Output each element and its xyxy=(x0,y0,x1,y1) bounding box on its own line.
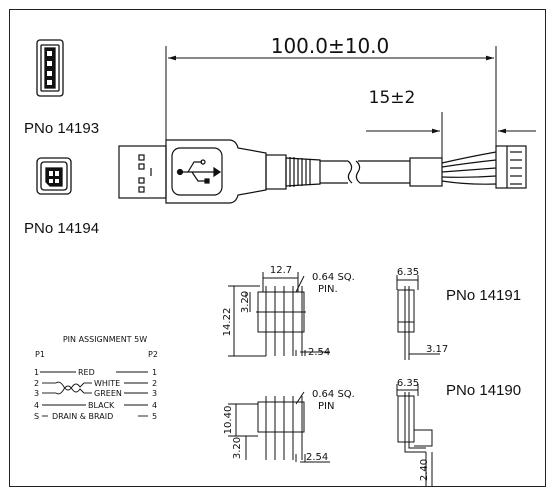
h14191-width-label: 12.7 xyxy=(270,265,292,276)
h14190-side-offset-label: 2.40 xyxy=(419,459,430,481)
part-number-14190: PNo 14190 xyxy=(446,382,522,399)
pin-row-4-right: 4 xyxy=(152,401,157,410)
h14190-pin-word-label: PIN xyxy=(318,401,334,412)
pin-row-3-right: 3 xyxy=(152,389,157,398)
pin-row-4-wire: BLACK xyxy=(88,401,115,410)
overall-length-label: 100.0±10.0 xyxy=(271,34,390,58)
h14190-pitch-label: 2.54 xyxy=(306,452,328,463)
pin-row-2-wire: WHITE xyxy=(94,379,120,388)
h14190-side-width-label: 6.35 xyxy=(397,378,419,389)
pin-row-5-right: 5 xyxy=(152,412,157,421)
part-number-14191: PNo 14191 xyxy=(446,287,522,304)
pin-row-2-right: 2 xyxy=(152,379,157,388)
h14191-height-total-label: 14.22 xyxy=(222,308,233,337)
strip-length-label: 15±2 xyxy=(369,88,416,108)
pin-assignment-schematic: PIN ASSIGNMENT 5W P1 P2 1 RED 1 2 WHITE … xyxy=(34,335,158,421)
header-14191-front-view xyxy=(228,272,330,357)
pin-assignment-p2: P2 xyxy=(148,350,158,359)
usb-b-receptacle-icon xyxy=(36,157,72,195)
pin-row-2-left: 2 xyxy=(34,379,39,388)
pin-row-3-left: 3 xyxy=(34,389,39,398)
header-14190-side-view xyxy=(396,384,433,486)
pin-row-5-wire: DRAIN & BRAID xyxy=(52,412,113,421)
h14190-pin-spec-label: 0.64 SQ. xyxy=(312,389,355,400)
usb-a-receptacle-icon xyxy=(36,39,64,97)
pin-assignment-title: PIN ASSIGNMENT 5W xyxy=(63,335,147,344)
pin-row-4-left: 4 xyxy=(34,401,39,410)
overall-length-dimension xyxy=(165,46,497,146)
h14191-pin-word-label: PIN. xyxy=(318,284,338,295)
pin-row-1-left: 1 xyxy=(34,368,39,377)
h14191-side-width-label: 6.35 xyxy=(397,267,419,278)
pin-row-5-left: S xyxy=(34,412,39,421)
pin-row-3-wire: GREEN xyxy=(94,389,122,398)
h14190-height-lower-label: 3.20 xyxy=(232,437,243,459)
header-14190-front-view xyxy=(228,391,330,463)
usb-symbol-icon xyxy=(176,159,222,184)
h14191-side-offset-label: 3.17 xyxy=(426,344,448,355)
h14191-pin-spec-label: 0.64 SQ. xyxy=(312,272,355,283)
part-number-14194: PNo 14194 xyxy=(24,220,100,237)
header-14191-side-view xyxy=(396,275,440,360)
part-number-14193: PNo 14193 xyxy=(24,120,100,137)
strip-length-dimension xyxy=(366,112,536,158)
pin-row-1-right: 1 xyxy=(152,368,157,377)
h14191-pitch-label: 2.54 xyxy=(308,347,330,358)
pin-assignment-p1: P1 xyxy=(35,350,45,359)
pin-row-1-wire: RED xyxy=(78,368,95,377)
cable-assembly-drawing xyxy=(118,139,527,204)
h14191-height-upper-label: 3.20 xyxy=(240,291,251,313)
h14190-height-label: 10.40 xyxy=(223,406,234,435)
drawing-border xyxy=(9,9,546,487)
